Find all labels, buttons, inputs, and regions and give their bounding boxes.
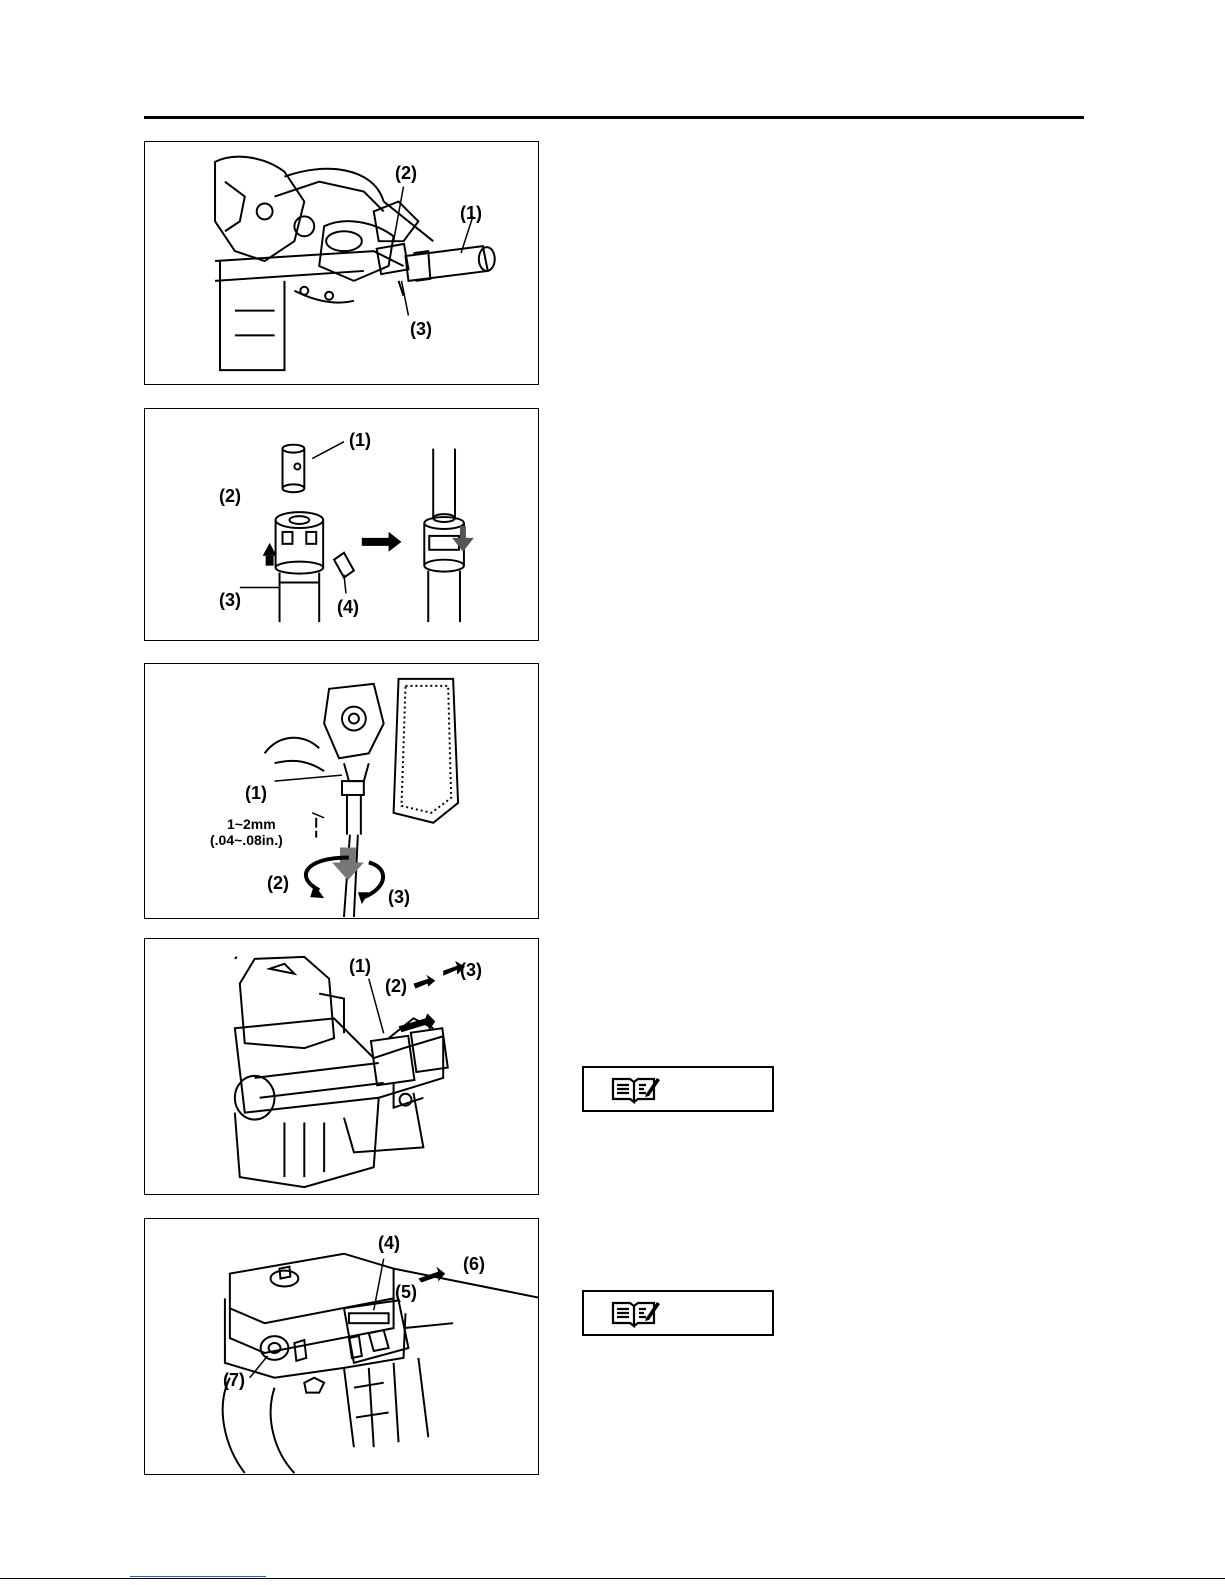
fig3-callout-2: (2): [267, 874, 289, 892]
handlebar-engine-illustration: [145, 142, 538, 384]
figure-1-handlebar-grip: (2) (1) (3): [144, 141, 539, 385]
fig1-callout-1: (1): [460, 204, 482, 222]
header-rule: [144, 116, 1084, 119]
fig3-callout-1: (1): [245, 784, 267, 802]
fig4-callout-1: (1): [349, 957, 371, 975]
fig3-callout-3: (3): [388, 888, 410, 906]
figure-2-coupling-pin: (1) (2) (3) (4): [144, 408, 539, 641]
figure-3-cable-adjust: (1) 1~2mm (.04~.08in.) (2) (3): [144, 663, 539, 919]
fig2-callout-3: (3): [219, 591, 241, 609]
fig2-callout-2: (2): [219, 487, 241, 505]
manual-book-icon: [610, 1298, 660, 1328]
fig5-callout-4: (4): [378, 1234, 400, 1252]
fig1-callout-3: (3): [410, 320, 432, 338]
note-box-1: [582, 1066, 774, 1112]
figure-4-throttle-switch: (1) (2) (3): [144, 938, 539, 1195]
fig4-callout-2: (2): [385, 977, 407, 995]
figure-5-control-panel: (4) (5) (6) (7): [144, 1218, 539, 1475]
fig1-callout-2: (2): [395, 164, 417, 182]
fig4-callout-3: (3): [460, 961, 482, 979]
fig3-gap-in: (.04~.08in.): [210, 833, 283, 847]
fig2-callout-4: (4): [337, 598, 359, 616]
footer-rule: [0, 1578, 1225, 1579]
fig5-callout-7: (7): [223, 1371, 245, 1389]
manual-book-icon: [610, 1074, 660, 1104]
fig5-callout-5: (5): [395, 1283, 417, 1301]
carburetor-cable-illustration: [145, 664, 538, 918]
note-box-2: [582, 1290, 774, 1336]
fig2-callout-1: (1): [349, 431, 371, 449]
fig5-callout-6: (6): [463, 1255, 485, 1273]
footer-link-underline[interactable]: [130, 1576, 266, 1577]
fig3-gap-mm: 1~2mm: [227, 817, 276, 831]
